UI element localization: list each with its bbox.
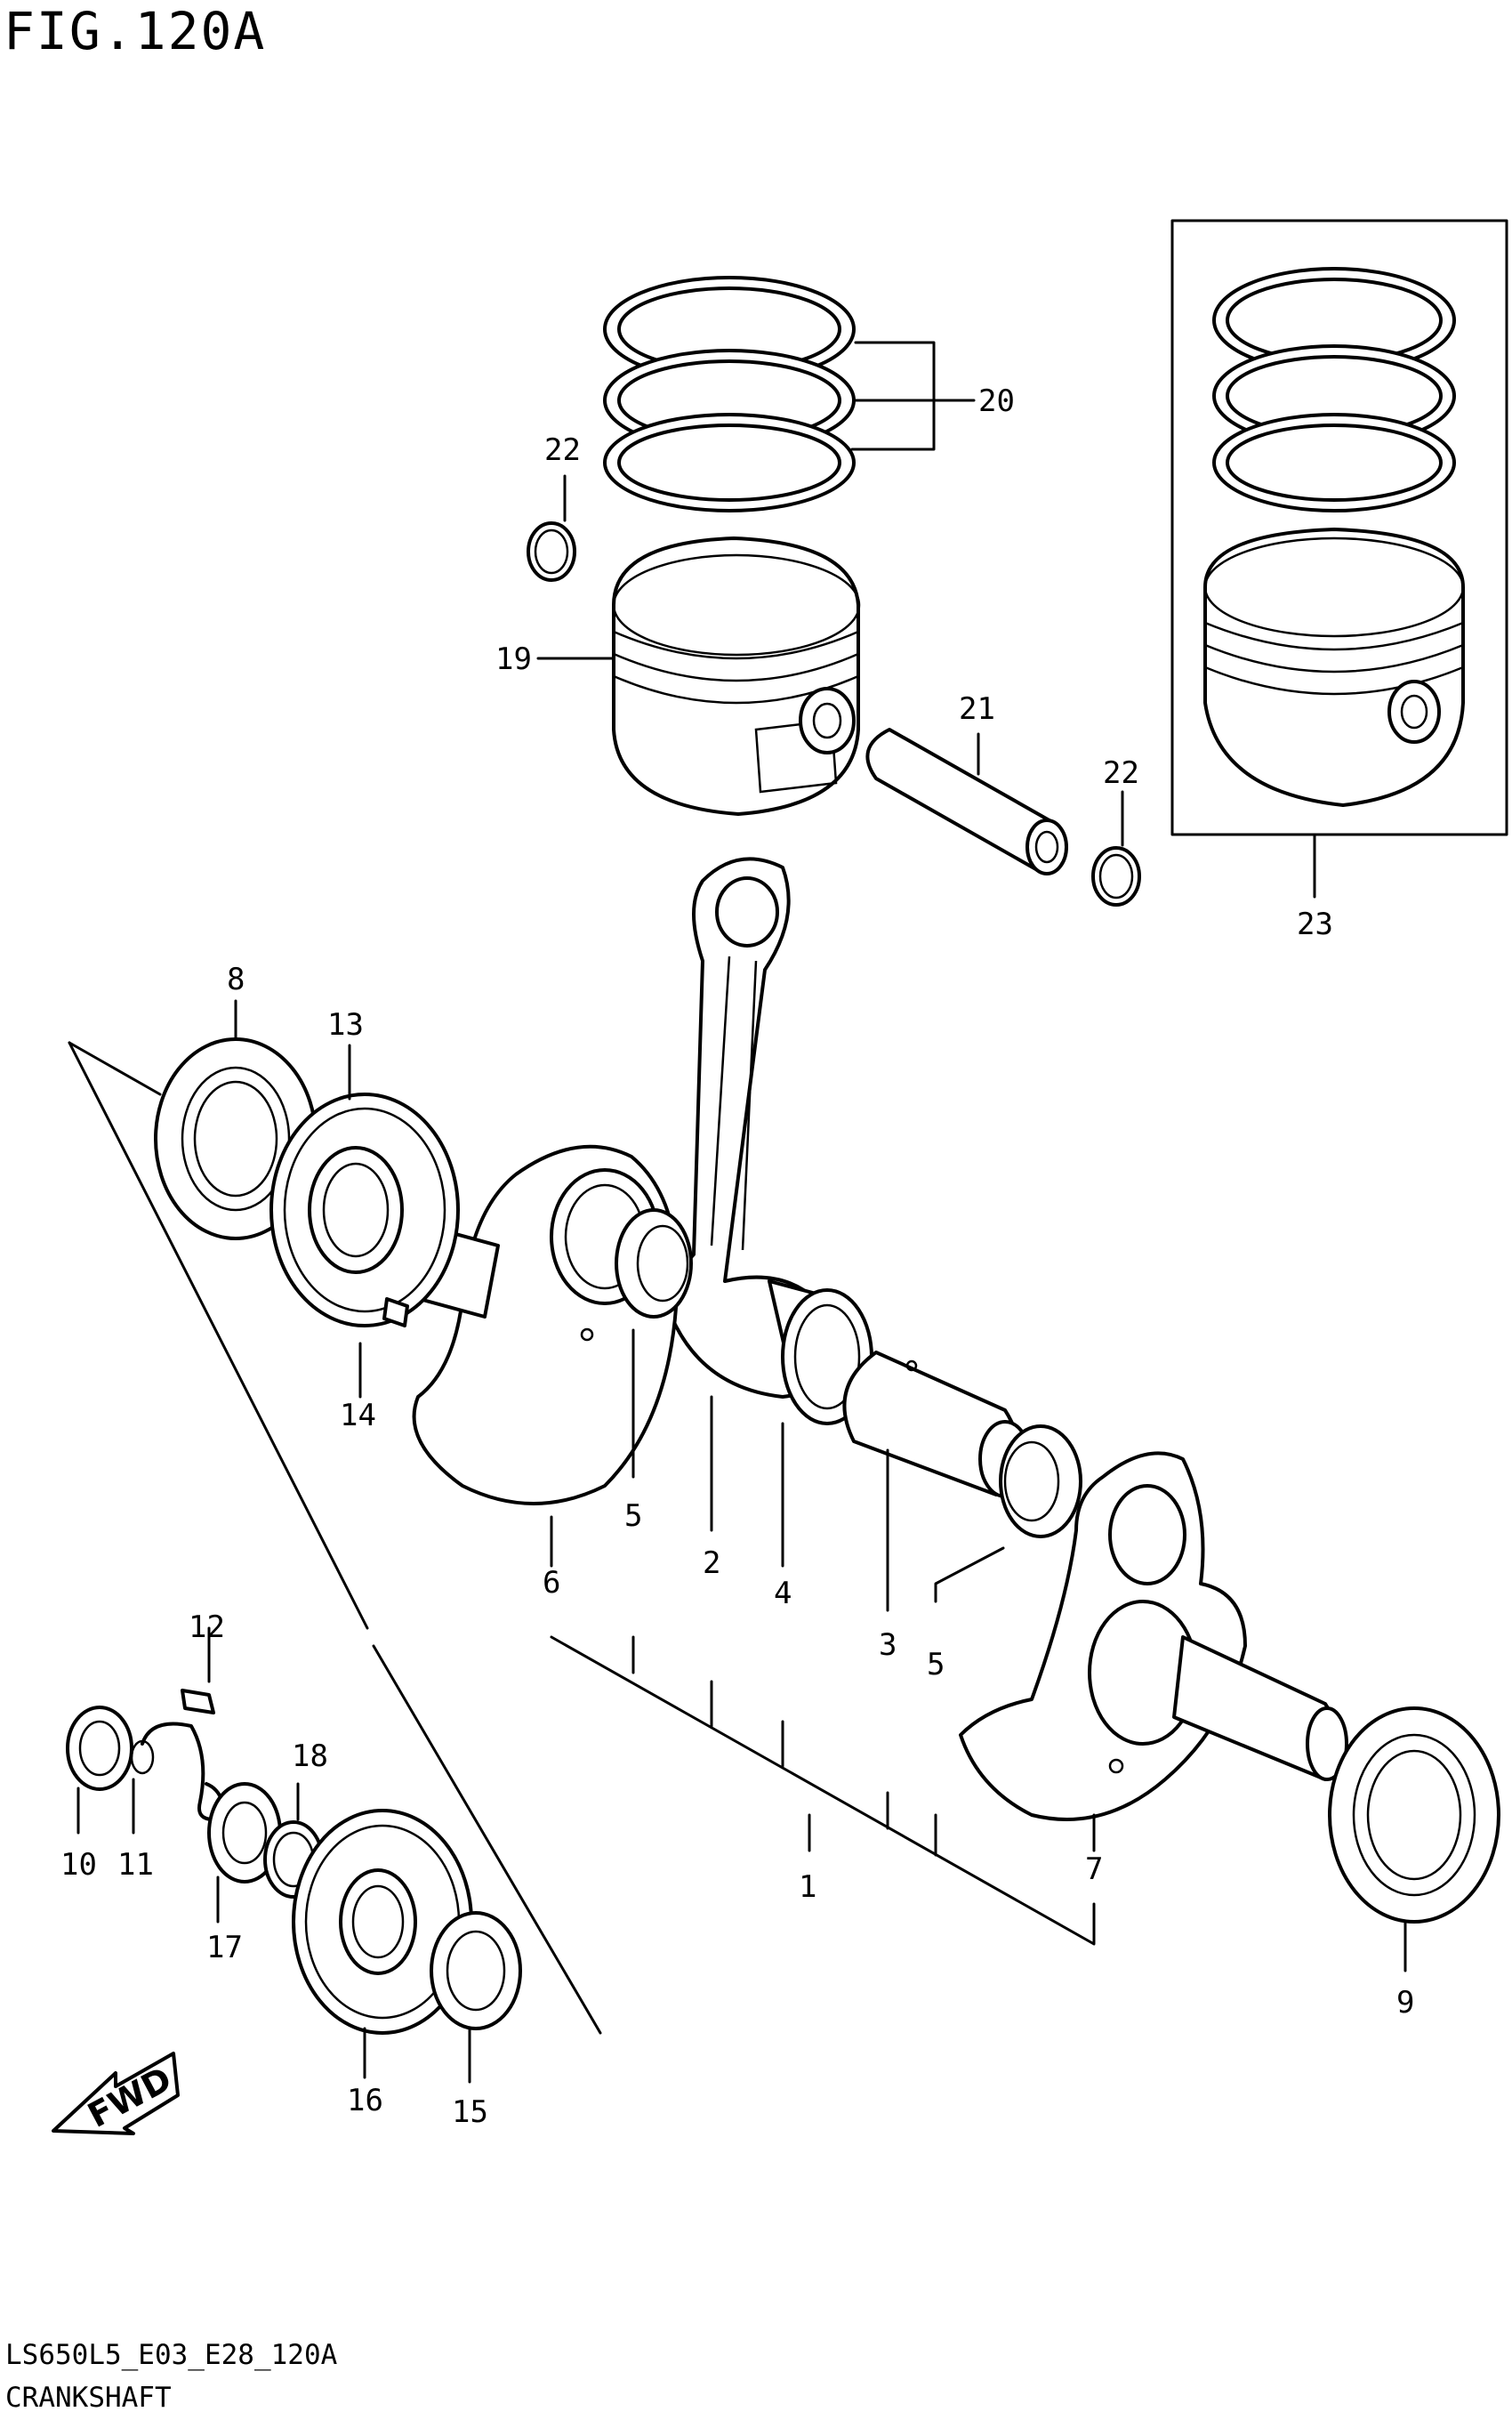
callout-15: 15	[452, 2094, 488, 2130]
drawing-code: LS650L5_E03_E28_120A	[5, 2339, 338, 2371]
callout-12: 12	[189, 1609, 225, 1645]
callout-19: 19	[495, 641, 532, 677]
callout-16: 16	[347, 2083, 383, 2118]
assembly-boundary	[68, 1041, 602, 2035]
callout-2: 2	[703, 1545, 720, 1581]
callout-3: 3	[879, 1627, 897, 1663]
primary-drive-gear	[269, 1093, 460, 1327]
figure-title: FIG.120A	[4, 1, 267, 61]
callout-10: 10	[60, 1847, 97, 1883]
oil-seal	[66, 1706, 133, 1791]
callout-11: 11	[117, 1847, 154, 1883]
callout-20: 20	[978, 383, 1015, 419]
drawing-name: CRANKSHAFT	[5, 2382, 172, 2414]
fwd-arrow-icon: FWD	[52, 2052, 180, 2135]
thrust-washer-left	[615, 1208, 693, 1319]
callout-22: 22	[544, 432, 581, 468]
callout-9: 9	[1396, 1985, 1414, 2021]
callout-13: 13	[327, 1007, 364, 1043]
circlip-left	[527, 521, 576, 582]
crank-web-right	[959, 1451, 1247, 1821]
piston	[612, 536, 861, 816]
retainer-plate	[130, 1722, 224, 1821]
right-shaft	[1172, 1635, 1348, 1781]
callout-22b: 22	[1103, 755, 1139, 791]
bolt	[181, 1689, 215, 1714]
callout-18: 18	[292, 1738, 328, 1774]
callouts: 1 2 3 4 5 5 6 7 8 9 10 11 12 13 14 15 16…	[60, 383, 1414, 2130]
callout-21: 21	[959, 691, 995, 727]
callout-17: 17	[206, 1930, 243, 1965]
thrust-washer-right	[999, 1424, 1082, 1538]
leader-lines	[76, 341, 1407, 2084]
callout-5b: 5	[927, 1647, 945, 1682]
balancer-drive-gear	[292, 1809, 473, 2035]
circlip-right	[1091, 846, 1141, 907]
callout-6: 6	[543, 1565, 560, 1601]
callout-7: 7	[1085, 1851, 1103, 1887]
callout-14: 14	[340, 1398, 376, 1433]
piston-set-inset	[1170, 219, 1508, 836]
callout-4: 4	[774, 1576, 792, 1611]
spline-bush	[430, 1911, 522, 2030]
callout-23: 23	[1297, 907, 1333, 942]
piston-pin	[865, 728, 1068, 875]
callout-1: 1	[799, 1869, 816, 1905]
key-pin	[382, 1297, 409, 1327]
callout-8: 8	[227, 962, 245, 997]
callout-5: 5	[624, 1498, 642, 1534]
bearing-right	[1328, 1706, 1500, 1924]
piston-rings	[603, 276, 856, 512]
